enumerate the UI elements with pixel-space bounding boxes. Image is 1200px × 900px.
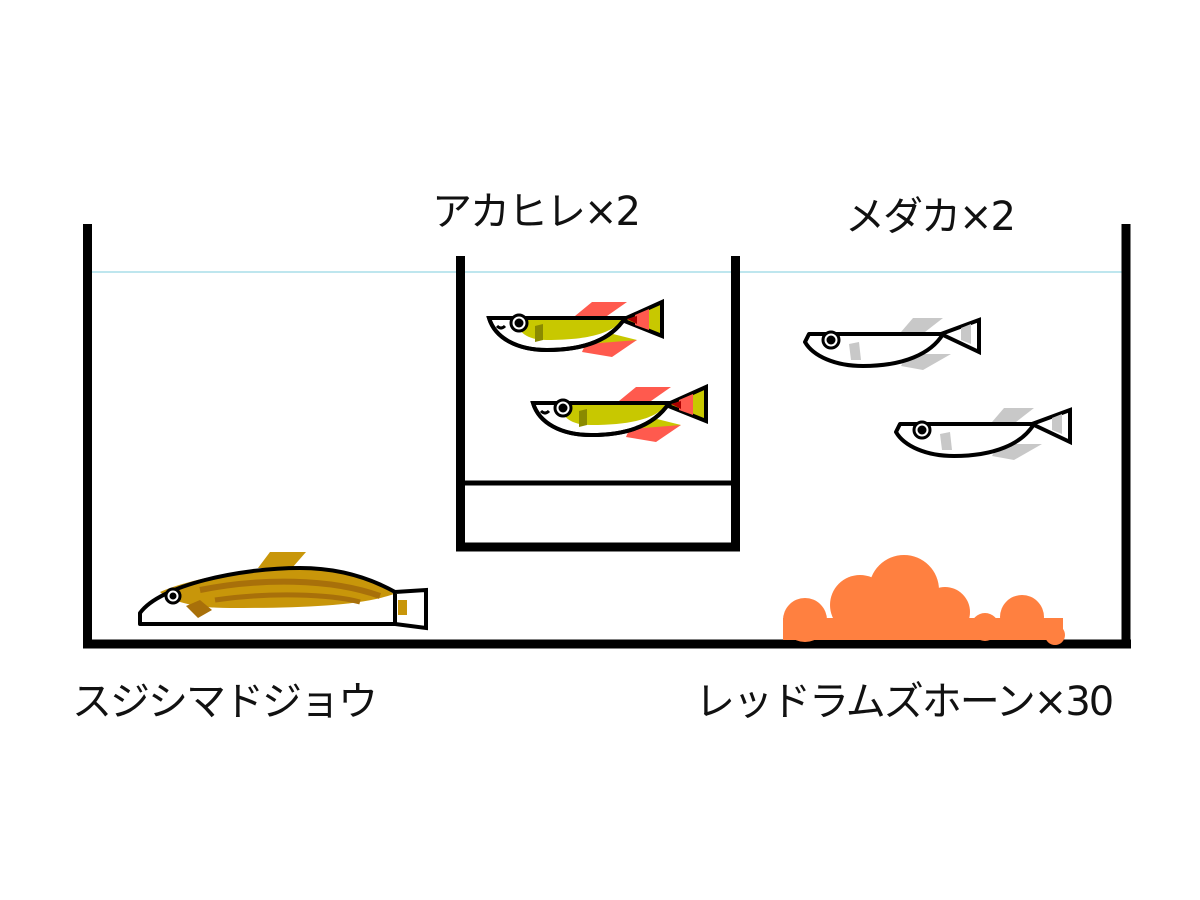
loach-fish	[138, 552, 428, 631]
label-medaka: メダカ×2	[845, 194, 1016, 240]
red-ramshorn-snails	[783, 555, 1065, 645]
medaka-fish	[803, 316, 1072, 462]
label-akahire: アカヒレ×2	[432, 189, 641, 235]
breeding-box	[456, 256, 740, 552]
label-snails: レッドラムズホーン×30	[695, 679, 1114, 725]
akahire-fish	[487, 300, 708, 444]
label-loach: スジシマドジョウ	[72, 679, 378, 725]
main-tank	[83, 224, 1131, 649]
